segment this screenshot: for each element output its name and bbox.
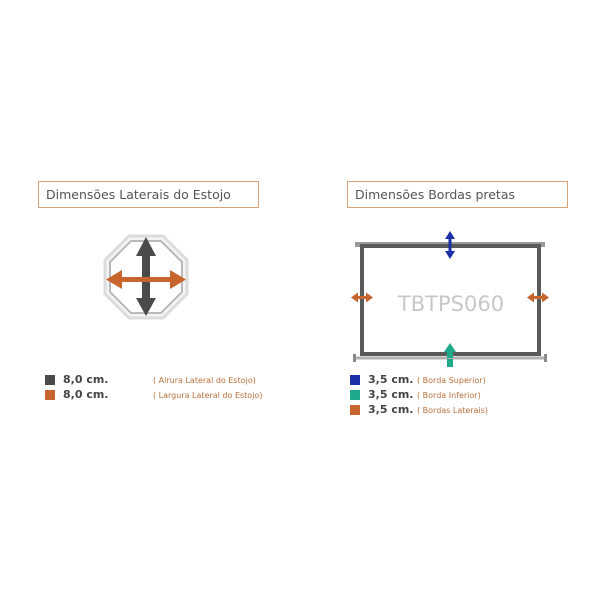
legend-value: 3,5 cm.: [368, 403, 414, 416]
legend-value: 8,0 cm.: [63, 388, 109, 401]
top-border-arrow: [445, 231, 455, 259]
swatch-dark: [45, 375, 55, 385]
legend-value: 3,5 cm.: [368, 388, 414, 401]
right-panel-title: Dimensões Bordas pretas: [347, 181, 568, 208]
legend-description: ( Borda Inferior): [417, 391, 481, 400]
double-arrow-horizontal-icon: [106, 270, 186, 289]
bottom-border-arrow: [444, 343, 456, 367]
left-panel-title: Dimensões Laterais do Estojo: [38, 181, 259, 208]
swatch-orange: [350, 405, 360, 415]
swatch-teal: [350, 390, 360, 400]
legend-value: 3,5 cm.: [368, 373, 414, 386]
swatch-blue: [350, 375, 360, 385]
legend-row-side-borders: 3,5 cm. ( Bordas Laterais): [350, 403, 580, 418]
legend-description: ( Bordas Laterais): [417, 406, 489, 415]
legend-description: ( Borda Superior): [417, 376, 486, 385]
legend-description: ( Alrura Lateral do Estojo): [153, 376, 256, 385]
left-legend: 8,0 cm. ( Alrura Lateral do Estojo) 8,0 …: [45, 373, 275, 403]
right-legend: 3,5 cm. ( Borda Superior) 3,5 cm. ( Bord…: [350, 373, 580, 418]
swatch-orange: [45, 390, 55, 400]
left-border-arrow: [351, 292, 373, 303]
legend-value: 8,0 cm.: [63, 373, 109, 386]
legend-row-top-border: 3,5 cm. ( Borda Superior): [350, 373, 580, 388]
legend-row-height: 8,0 cm. ( Alrura Lateral do Estojo): [45, 373, 275, 388]
legend-row-bottom-border: 3,5 cm. ( Borda Inferior): [350, 388, 580, 403]
legend-row-width: 8,0 cm. ( Largura Lateral do Estojo): [45, 388, 275, 403]
right-border-arrow: [527, 292, 549, 303]
screen-model-label: TBTPS060: [397, 292, 504, 316]
legend-description: ( Largura Lateral do Estojo): [153, 391, 263, 400]
